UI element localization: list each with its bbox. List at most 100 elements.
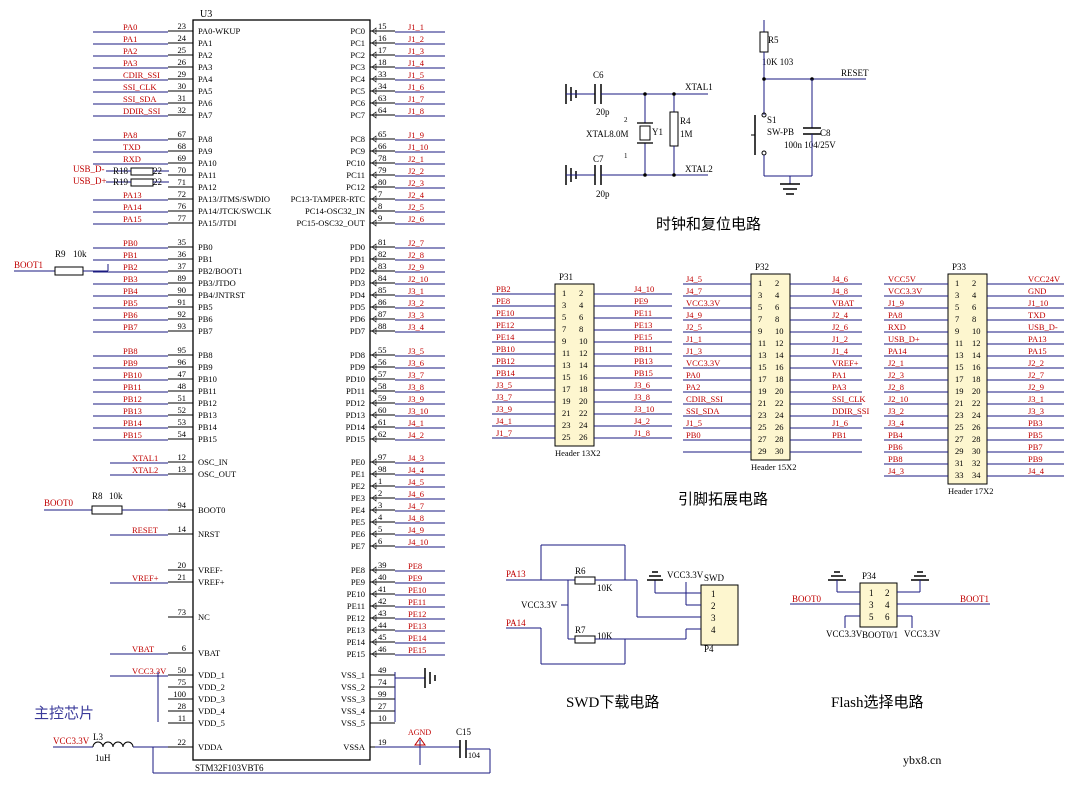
pin-name: VREF+: [198, 577, 225, 587]
header-pin-number: 21: [562, 408, 571, 418]
header-pin-number: 15: [955, 362, 964, 372]
header-net-left: J2_3: [888, 370, 904, 380]
pin-name: PD15: [346, 434, 365, 444]
header-body[interactable]: [554, 283, 595, 447]
pin-number: 79: [378, 165, 387, 175]
header-pin-number: 34: [972, 470, 981, 480]
pin-net-label: J4_8: [408, 513, 424, 523]
pin-net-label: J4_7: [408, 501, 424, 511]
swd-connector[interactable]: [700, 584, 739, 646]
pin-number: 34: [378, 81, 387, 91]
pin-net-label: PB2: [123, 262, 138, 272]
pin-number: 50: [178, 665, 187, 675]
header-ref: P31: [559, 272, 573, 282]
swd-pa14-net: PA14: [506, 618, 526, 628]
pin-number: 96: [178, 357, 187, 367]
pin-name: PE13: [347, 625, 365, 635]
header-net-left: SSI_SDA: [686, 406, 720, 416]
r7-resistor: R7 10K: [574, 625, 613, 644]
header-pin-number: 11: [562, 348, 570, 358]
header-pin-number: 23: [562, 420, 571, 430]
flash-pin-5: 5: [869, 612, 874, 622]
pin-number: 83: [378, 261, 387, 271]
pin-number: 91: [178, 297, 187, 307]
header-net-left: J1_7: [496, 428, 512, 438]
header-pin-number: 18: [579, 384, 588, 394]
pin-name: PD11: [346, 386, 365, 396]
pin-number: 31: [178, 93, 187, 103]
pin-name: PC10: [346, 158, 365, 168]
pin-number: 43: [378, 608, 387, 618]
pin-net-label: XTAL1: [132, 453, 158, 463]
pin-number: 2: [378, 488, 382, 498]
pin-number: 69: [178, 153, 187, 163]
pin-net-label: PB14: [123, 418, 143, 428]
pin-name: NC: [198, 612, 210, 622]
pin-name: VSSA: [343, 742, 366, 752]
header-pin-number: 6: [972, 302, 976, 312]
header-body[interactable]: [750, 273, 791, 461]
pin-name: PB12: [198, 398, 217, 408]
s1-pushbutton[interactable]: S1 SW-PB: [751, 112, 794, 156]
header-body[interactable]: [947, 273, 988, 485]
pin-name: PC8: [350, 134, 365, 144]
pin-number: 41: [378, 584, 387, 594]
header-net-left: J2_8: [888, 382, 904, 392]
pin-net-label: J1_10: [408, 142, 428, 152]
header-net-right: SSI_CLK: [832, 394, 866, 404]
header-net-left: J1_3: [686, 346, 702, 356]
pin-name: PD4: [350, 290, 366, 300]
pin-net-label: RXD: [123, 154, 141, 164]
header-net-left: PE10: [496, 308, 514, 318]
header-pin-number: 13: [758, 350, 767, 360]
pin-number: 97: [378, 452, 387, 462]
r9-value: 10k: [73, 249, 87, 259]
boot-jumper[interactable]: [859, 582, 898, 628]
pin-number: 47: [178, 369, 187, 379]
header-ref: P33: [952, 262, 967, 272]
pin-name: VDD_3: [198, 694, 225, 704]
pin-name: PB8: [198, 350, 213, 360]
header-pin-number: 22: [579, 408, 588, 418]
pin-number: 18: [378, 57, 387, 67]
pin-name: PD0: [350, 242, 365, 252]
pin-net-label: J1_2: [408, 34, 424, 44]
header-net-right: PA15: [1028, 346, 1047, 356]
header-pin-number: 20: [579, 396, 588, 406]
pin-net-label: J4_2: [408, 430, 424, 440]
header-net-left: CDIR_SSI: [686, 394, 723, 404]
pin-name: PB11: [198, 386, 217, 396]
pin-name: PA3: [198, 62, 212, 72]
pin-net-label: PB8: [123, 346, 138, 356]
header-pin-number: 20: [775, 386, 784, 396]
pin-number: 32: [178, 105, 187, 115]
pin-number: 28: [178, 701, 187, 711]
header-net-left: J4_9: [686, 310, 702, 320]
pin-number: 9: [378, 213, 382, 223]
r18-value: 22: [153, 166, 162, 176]
pin-name: PC7: [350, 110, 365, 120]
l3-value: 1uH: [95, 753, 111, 763]
pin-name: PC13-TAMPER-RTC: [291, 194, 366, 204]
header-net-left: PE8: [496, 296, 510, 306]
header-pin-number: 19: [955, 386, 964, 396]
pin-name: PB6: [198, 314, 213, 324]
header-net-left: USB_D+: [888, 334, 920, 344]
